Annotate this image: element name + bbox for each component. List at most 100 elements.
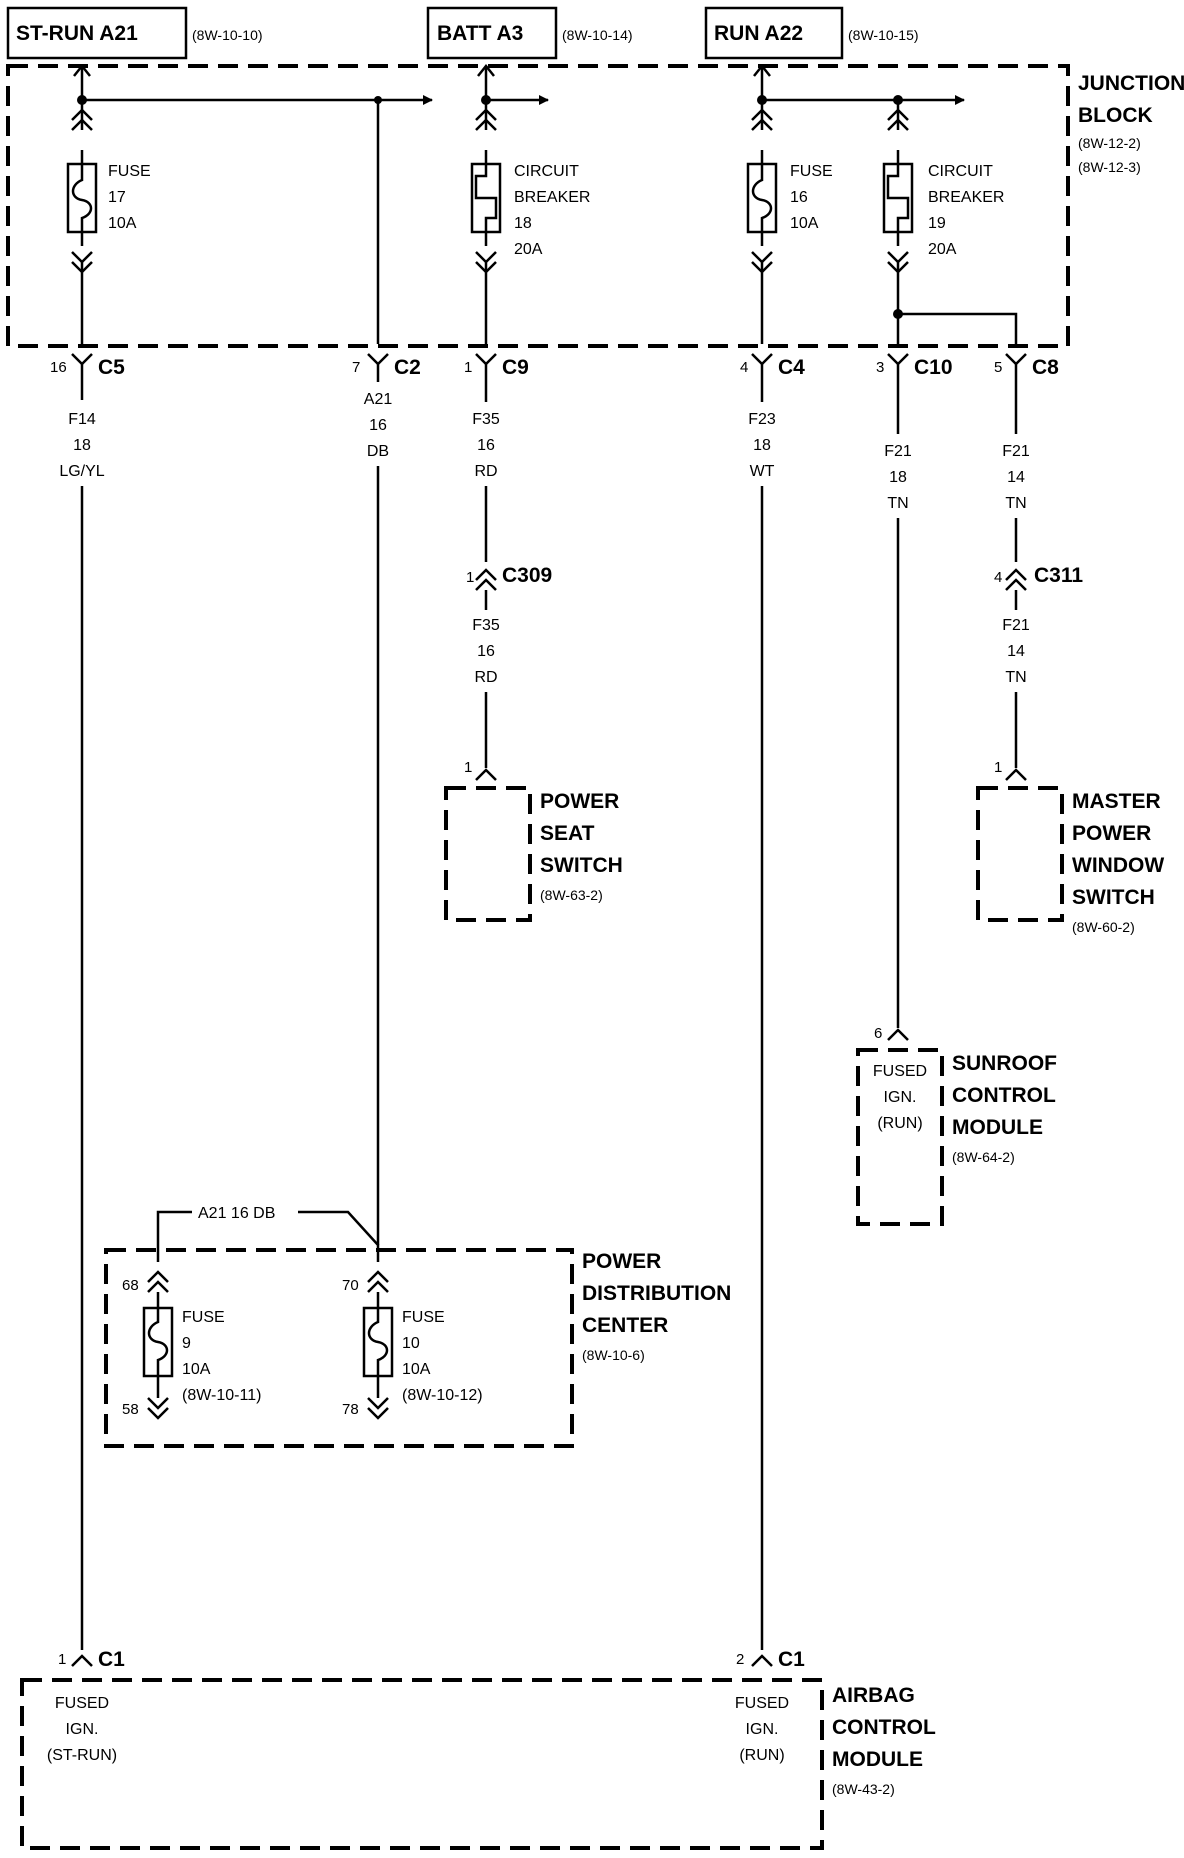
svg-text:F14: F14 (68, 411, 96, 428)
svg-text:10A: 10A (402, 1361, 431, 1378)
svg-text:BREAKER: BREAKER (514, 189, 590, 206)
svg-text:DISTRIBUTION: DISTRIBUTION (582, 1282, 731, 1305)
svg-text:(8W-60-2): (8W-60-2) (1072, 919, 1135, 935)
svg-text:C10: C10 (914, 356, 953, 379)
pdc-fuse-10: 70 78 FUSE 10 10A (8W-10-12) (342, 1270, 483, 1420)
svg-text:2: 2 (736, 1651, 744, 1668)
svg-text:CENTER: CENTER (582, 1314, 668, 1337)
svg-text:F23: F23 (748, 411, 776, 428)
svg-text:10A: 10A (182, 1361, 211, 1378)
svg-text:SUNROOF: SUNROOF (952, 1052, 1057, 1075)
svg-text:C311: C311 (1034, 564, 1083, 587)
connector-c309: 1 C309 (466, 564, 552, 591)
svg-text:7: 7 (352, 359, 360, 376)
svg-text:17: 17 (108, 189, 126, 206)
svg-text:4: 4 (994, 569, 1002, 586)
svg-text:BREAKER: BREAKER (928, 189, 1004, 206)
svg-text:1: 1 (58, 1651, 66, 1668)
svg-text:C2: C2 (394, 356, 421, 379)
svg-text:POWER: POWER (582, 1250, 661, 1273)
connector-c311: 4 C311 (994, 564, 1083, 591)
connector-c9: 1 C9 (464, 353, 529, 379)
svg-text:1: 1 (466, 569, 474, 586)
svg-text:1: 1 (464, 759, 472, 776)
sunroof-control-module: 6 FUSED IGN. (RUN) SUNROOF CONTROL MODUL… (856, 1025, 1057, 1226)
svg-text:C5: C5 (98, 356, 125, 379)
svg-text:14: 14 (1007, 469, 1025, 486)
svg-text:10A: 10A (108, 215, 137, 232)
pdc-wire-label: A21 16 DB (198, 1205, 275, 1222)
svg-text:18: 18 (514, 215, 532, 232)
svg-text:20A: 20A (928, 241, 957, 258)
svg-text:1: 1 (464, 359, 472, 376)
connector-c10: 3 C10 (876, 353, 953, 379)
svg-text:20A: 20A (514, 241, 543, 258)
wire-a21: A21 16 DB (364, 391, 393, 460)
svg-text:(ST-RUN): (ST-RUN) (47, 1747, 117, 1764)
svg-text:TN: TN (1005, 669, 1026, 686)
source-ref: (8W-10-14) (562, 27, 633, 43)
master-power-window-switch: 1 MASTER POWER WINDOW SWITCH (8W-60-2) (976, 759, 1164, 935)
svg-text:9: 9 (182, 1335, 191, 1352)
svg-text:F35: F35 (472, 617, 500, 634)
pdc-fuse-9: 68 58 FUSE 9 10A (8W-10-11) (122, 1270, 261, 1420)
svg-text:C1: C1 (778, 1648, 805, 1671)
svg-text:(8W-10-12): (8W-10-12) (402, 1387, 483, 1404)
svg-text:FUSED: FUSED (55, 1695, 109, 1712)
svg-text:C8: C8 (1032, 356, 1059, 379)
source-run-a22: RUN A22 (8W-10-15) (704, 6, 919, 60)
svg-text:(8W-63-2): (8W-63-2) (540, 887, 603, 903)
svg-text:C1: C1 (98, 1648, 125, 1671)
connector-c8: 5 C8 (994, 353, 1059, 379)
svg-text:RD: RD (474, 463, 497, 480)
svg-text:CONTROL: CONTROL (952, 1084, 1056, 1107)
svg-text:6: 6 (874, 1025, 882, 1042)
svg-text:FUSE: FUSE (182, 1309, 225, 1326)
svg-text:A21: A21 (364, 391, 393, 408)
junction-block-outline (6, 64, 1070, 348)
svg-text:5: 5 (994, 359, 1002, 376)
svg-text:SEAT: SEAT (540, 822, 595, 845)
svg-text:FUSE: FUSE (790, 163, 833, 180)
connector-c4: 4 C4 (740, 353, 805, 379)
svg-text:MASTER: MASTER (1072, 790, 1161, 813)
svg-text:CIRCUIT: CIRCUIT (928, 163, 993, 180)
svg-text:F35: F35 (472, 411, 500, 428)
svg-text:16: 16 (477, 437, 495, 454)
svg-text:AIRBAG: AIRBAG (832, 1684, 915, 1707)
wire-f35-upper: F35 16 RD (472, 411, 500, 480)
source-title: ST-RUN A21 (16, 22, 138, 45)
svg-text:16: 16 (369, 417, 387, 434)
svg-text:TN: TN (887, 495, 908, 512)
svg-text:78: 78 (342, 1401, 359, 1418)
connector-c1-pin2: 2 C1 (736, 1648, 805, 1671)
svg-text:(RUN): (RUN) (739, 1747, 784, 1764)
svg-text:C4: C4 (778, 356, 805, 379)
svg-text:IGN.: IGN. (746, 1721, 779, 1738)
svg-text:(8W-43-2): (8W-43-2) (832, 1781, 895, 1797)
connector-c5: 16 C5 (50, 353, 125, 379)
svg-text:FUSED: FUSED (735, 1695, 789, 1712)
circuit-breaker-19: CIRCUIT BREAKER 19 20A (882, 100, 1018, 344)
svg-text:SWITCH: SWITCH (1072, 886, 1155, 909)
svg-text:FUSE: FUSE (108, 163, 151, 180)
svg-text:WINDOW: WINDOW (1072, 854, 1164, 877)
svg-text:(8W-12-2): (8W-12-2) (1078, 135, 1141, 151)
svg-text:18: 18 (889, 469, 907, 486)
svg-text:MODULE: MODULE (832, 1748, 923, 1771)
svg-text:1: 1 (994, 759, 1002, 776)
wire-f23: F23 18 WT (748, 411, 776, 480)
svg-text:TN: TN (1005, 495, 1026, 512)
svg-text:4: 4 (740, 359, 748, 376)
wire-f14: F14 18 LG/YL (59, 411, 104, 480)
svg-text:F21: F21 (1002, 617, 1030, 634)
svg-text:(8W-10-11): (8W-10-11) (182, 1387, 261, 1404)
source-title: RUN A22 (714, 22, 803, 45)
svg-text:WT: WT (750, 463, 775, 480)
svg-text:(8W-10-6): (8W-10-6) (582, 1347, 645, 1363)
svg-text:10A: 10A (790, 215, 819, 232)
airbag-control-module: FUSED IGN. (ST-RUN) FUSED IGN. (RUN) AIR… (20, 1678, 936, 1850)
fuse-16: FUSE 16 10A (746, 104, 833, 344)
circuit-breaker-18: CIRCUIT BREAKER 18 20A (470, 104, 590, 344)
